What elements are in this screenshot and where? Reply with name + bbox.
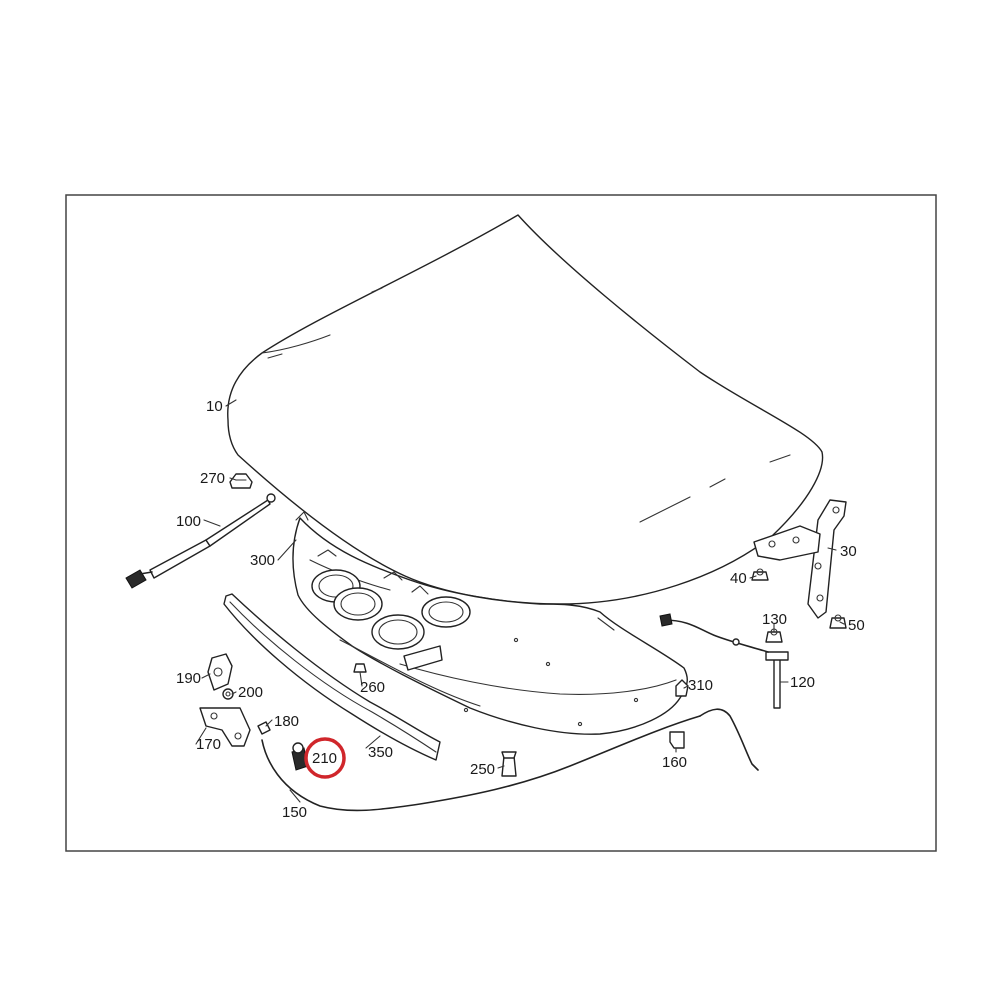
- leader-lines: [195, 399, 845, 803]
- nut-50: [829, 614, 847, 629]
- rubber-buffer-270: [229, 473, 253, 489]
- callout-250: 250: [470, 761, 495, 778]
- nut-130: [765, 628, 783, 643]
- clip-310: [675, 679, 689, 697]
- callout-160: 160: [662, 754, 687, 771]
- callout-150: 150: [282, 804, 307, 821]
- hinge-30: [753, 499, 847, 619]
- callout-labels: 10 270 100 300 30 40 130 50 120 260 190 …: [176, 398, 865, 821]
- seal-strip: [223, 593, 441, 761]
- hood-panel: [227, 214, 824, 605]
- callout-100: 100: [176, 513, 201, 530]
- latch-bolt-120: [659, 613, 789, 709]
- part-160: [669, 731, 685, 749]
- callout-190: 190: [176, 670, 201, 687]
- bumper-260: [353, 663, 367, 673]
- callout-310: 310: [688, 677, 713, 694]
- callout-170: 170: [196, 736, 221, 753]
- bracket-190: [207, 653, 233, 691]
- callout-270: 270: [200, 470, 225, 487]
- callout-50: 50: [848, 617, 865, 634]
- nut-40: [751, 568, 769, 581]
- callout-200: 200: [238, 684, 263, 701]
- callout-300: 300: [250, 552, 275, 569]
- callout-40: 40: [730, 570, 747, 587]
- highlight-ring: [304, 737, 346, 779]
- callout-130: 130: [762, 611, 787, 628]
- callout-180: 180: [274, 713, 299, 730]
- gas-strut: [125, 493, 276, 589]
- callout-210: 210: [312, 750, 337, 767]
- cable-150: [261, 708, 759, 812]
- diagram-frame: [65, 194, 937, 852]
- callout-30: 30: [840, 543, 857, 560]
- callout-10: 10: [206, 398, 223, 415]
- part-250: [501, 751, 517, 777]
- callout-120: 120: [790, 674, 815, 691]
- hood-inner-frame: [292, 511, 688, 735]
- lock-170: [199, 707, 251, 747]
- callout-350: 350: [368, 744, 393, 761]
- callout-260: 260: [360, 679, 385, 696]
